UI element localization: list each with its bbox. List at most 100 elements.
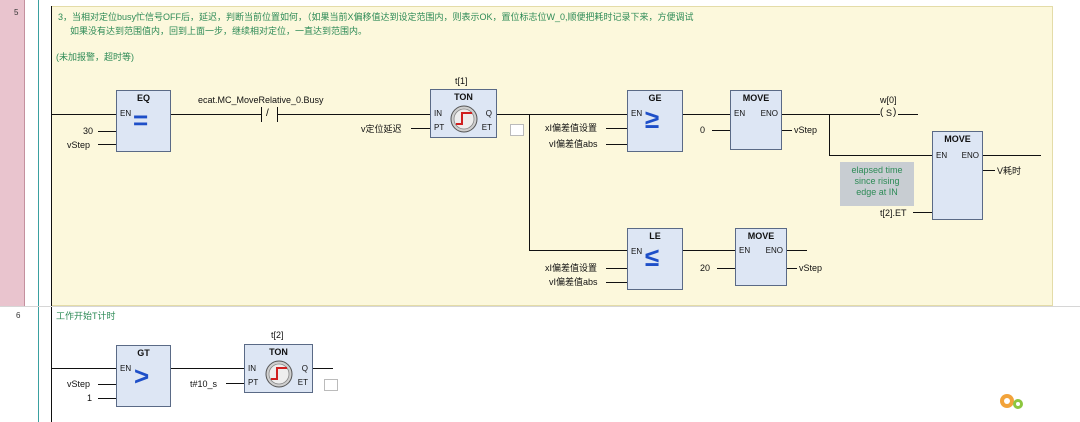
ton2-block[interactable]: TON IN PT Q ET xyxy=(244,344,313,393)
ton2-et-output-box[interactable] xyxy=(324,379,338,391)
move1-in-value[interactable]: 0 xyxy=(700,125,706,135)
wire-coil-out xyxy=(898,114,918,115)
wire-eq-in1 xyxy=(98,131,116,132)
wire-move2-outvar xyxy=(983,170,995,171)
wire-branch2-vertical xyxy=(829,114,830,156)
wire-move1-in xyxy=(712,130,730,131)
le-in2-value[interactable]: vI偏差值abs xyxy=(549,277,598,287)
ton1-instance[interactable]: t[1] xyxy=(455,76,468,86)
tooltip-line1: elapsed time xyxy=(851,165,903,175)
move1-title: MOVE xyxy=(742,93,770,103)
move3-eno-pin: ENO xyxy=(765,246,783,255)
network-5-number: 5 xyxy=(14,8,19,17)
greater-equal-symbol: ≥ xyxy=(645,104,660,134)
gt-en-pin: EN xyxy=(120,364,132,373)
wire-move2-out xyxy=(983,155,1041,156)
eq-in1-value[interactable]: 30 xyxy=(83,126,94,136)
wire-to-move2 xyxy=(829,155,932,156)
timer-clock-icon xyxy=(450,105,478,133)
contact-slash: / xyxy=(266,108,269,119)
network-6-comment: 工作开始T计时 xyxy=(56,311,116,321)
ge-in1-value[interactable]: xI偏差值设置 xyxy=(545,123,598,133)
network-5-comment-line2: 如果没有达到范围值内，回到上面一步，继续相对定位，一直达到范围内。 xyxy=(70,26,368,36)
wire-move3-outvar xyxy=(787,268,797,269)
le-in1-value[interactable]: xI偏差值设置 xyxy=(545,263,598,273)
ton1-pt-pin: PT xyxy=(434,123,445,132)
wire-le-in2 xyxy=(606,282,627,283)
ton1-et-output-box[interactable] xyxy=(510,124,524,136)
move2-in-variable[interactable]: t[2].ET xyxy=(880,208,907,218)
nc-contact[interactable]: / xyxy=(261,107,278,122)
wire-move2-in xyxy=(913,212,932,213)
move2-out-variable[interactable]: V耗时 xyxy=(997,166,1022,176)
le-en-pin: EN xyxy=(631,247,643,256)
wire-branch-vertical xyxy=(529,114,530,251)
network-5-body[interactable] xyxy=(51,6,1053,306)
move2-en-pin: EN xyxy=(936,151,948,160)
eq-block-title: EQ xyxy=(136,93,150,103)
ge-in2-value[interactable]: vI偏差值abs xyxy=(549,139,598,149)
ton2-q-pin: Q xyxy=(301,364,308,373)
eq-block[interactable]: EQ EN = xyxy=(116,90,171,152)
move2-title: MOVE xyxy=(944,134,971,144)
wire-le-in1 xyxy=(606,268,627,269)
greater-than-symbol: > xyxy=(134,361,150,391)
wire-ton-q xyxy=(497,114,627,115)
contact-left-bar xyxy=(261,107,262,122)
wire6-gt-in1 xyxy=(98,384,116,385)
network-5-gutter[interactable] xyxy=(0,0,25,306)
wire-ton1-pt xyxy=(411,128,430,129)
ton1-block[interactable]: TON IN PT Q ET xyxy=(430,89,497,138)
eq-in2-value[interactable]: vStep xyxy=(67,140,91,150)
le-block-title: LE xyxy=(649,231,661,241)
wire-eq-to-contact xyxy=(171,114,261,115)
gt-in1-value[interactable]: vStep xyxy=(67,379,91,389)
wire-to-le xyxy=(529,250,627,251)
wire-move3-in xyxy=(717,268,735,269)
coil-variable[interactable]: w[0] xyxy=(880,95,897,105)
move1-out-variable[interactable]: vStep xyxy=(794,125,818,135)
wire-move1-to-coil xyxy=(782,114,880,115)
wire-eq-in2 xyxy=(98,144,116,145)
coil-left-paren: ( xyxy=(880,107,884,118)
ton2-pt-pin: PT xyxy=(248,378,259,387)
network-5-comment-line3: (未加报警，超时等) xyxy=(56,52,134,62)
tooltip-line3: edge at IN xyxy=(856,187,898,197)
move2-block[interactable]: MOVE EN ENO xyxy=(932,131,983,220)
ton1-pt-variable[interactable]: v定位延迟 xyxy=(361,124,402,134)
network-5-comment-line1: 3，当相对定位busy忙信号OFF后，延迟，判断当前位置如何，（如果当前X偏移值… xyxy=(58,12,694,22)
timer-clock-icon xyxy=(265,360,293,388)
eq-en-pin: EN xyxy=(120,109,132,118)
ton1-in-pin: IN xyxy=(434,109,442,118)
ton2-et-pin: ET xyxy=(297,378,308,387)
wire-rail-to-eq xyxy=(51,114,116,115)
wire6-rail-to-gt xyxy=(51,368,116,369)
wire-contact-to-ton xyxy=(278,114,430,115)
move1-block[interactable]: MOVE EN ENO xyxy=(730,90,782,150)
ton2-in-pin: IN xyxy=(248,364,256,373)
ton1-q-pin: Q xyxy=(485,109,492,118)
gt-block[interactable]: GT EN > xyxy=(116,345,171,407)
set-coil[interactable]: ( S ) xyxy=(880,107,898,122)
ton1-et-pin: ET xyxy=(481,123,492,132)
ton2-pt-variable[interactable]: t#10_s xyxy=(190,379,218,389)
ge-en-pin: EN xyxy=(631,109,643,118)
move3-block[interactable]: MOVE EN ENO xyxy=(735,228,787,286)
wire6-ton-pt xyxy=(226,383,244,384)
ge-block-title: GE xyxy=(648,93,662,103)
less-equal-symbol: ≤ xyxy=(645,242,660,272)
move3-in-value[interactable]: 20 xyxy=(700,263,711,273)
le-block[interactable]: LE EN ≤ xyxy=(627,228,683,290)
wire6-gt-to-ton xyxy=(171,368,244,369)
contact-right-bar xyxy=(277,107,278,122)
tooltip-line2: since rising xyxy=(854,176,900,186)
gt-in2-value[interactable]: 1 xyxy=(87,393,93,403)
contact-variable[interactable]: ecat.MC_MoveRelative_0.Busy xyxy=(198,95,324,105)
wire-move3-out xyxy=(787,250,807,251)
network-6-number: 6 xyxy=(16,311,21,320)
ton2-title: TON xyxy=(269,347,288,357)
move3-out-variable[interactable]: vStep xyxy=(799,263,823,273)
ge-block[interactable]: GE EN ≥ xyxy=(627,90,683,152)
ton2-instance[interactable]: t[2] xyxy=(271,330,284,340)
move3-en-pin: EN xyxy=(739,246,751,255)
